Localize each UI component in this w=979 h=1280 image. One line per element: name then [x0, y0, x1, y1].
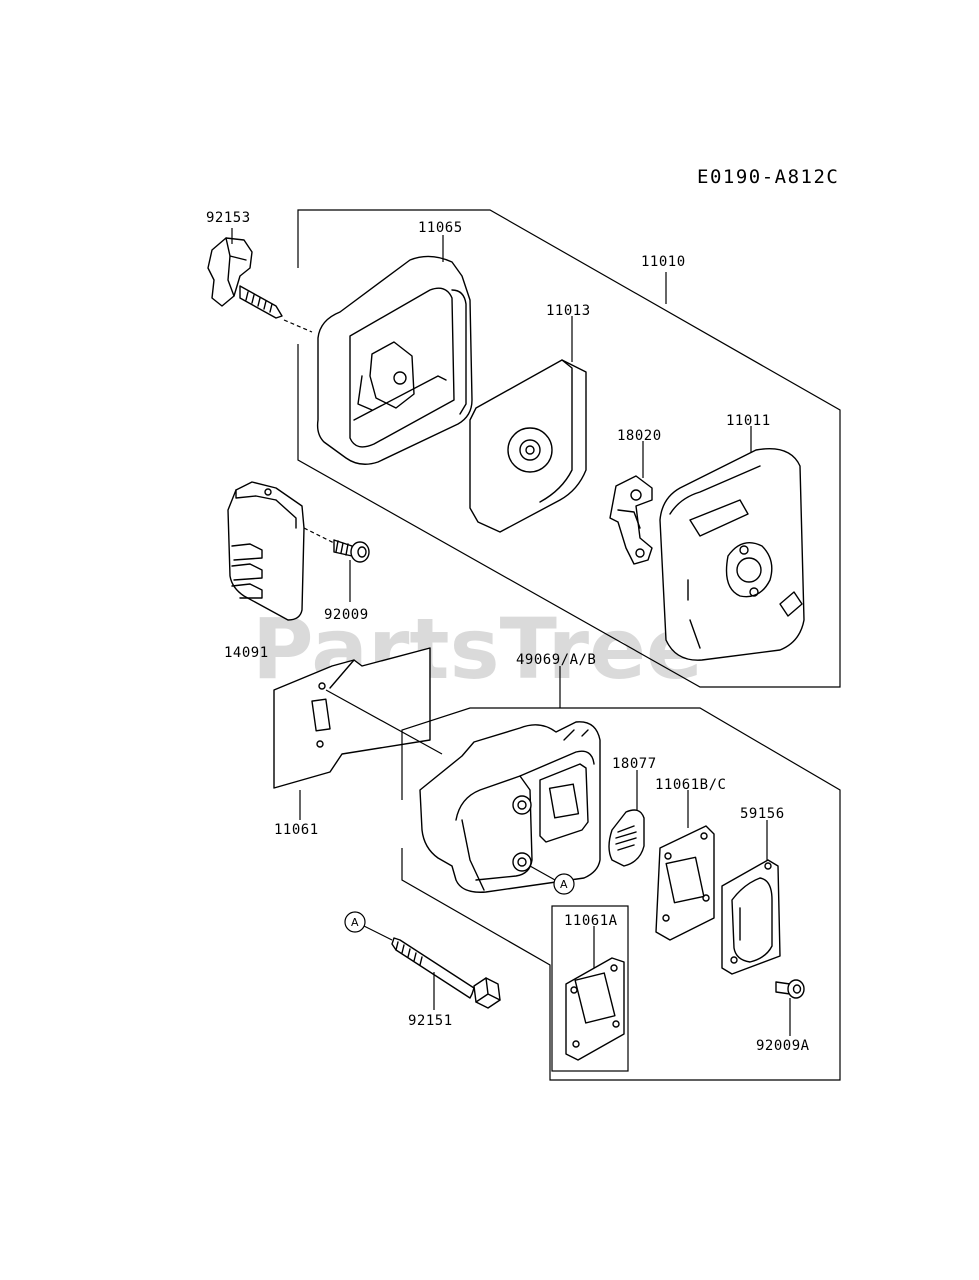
- assembly-boundary-49069: [401, 707, 841, 1081]
- knob-bolt-92153[interactable]: [207, 237, 313, 333]
- inset-box-11061a: [551, 905, 629, 1072]
- label-18020: 18020: [617, 428, 662, 444]
- label-49069: 49069/A/B: [516, 652, 596, 668]
- guard-59156[interactable]: [721, 859, 781, 975]
- muffler-49069[interactable]: [419, 721, 601, 893]
- label-11013: 11013: [546, 303, 591, 319]
- label-11061bc: 11061B/C: [655, 777, 726, 793]
- callout-a-bolt-label: A: [351, 916, 359, 929]
- screw-92009[interactable]: [333, 539, 370, 563]
- air-cleaner-case-11065[interactable]: [316, 255, 473, 465]
- gasket-11061[interactable]: [273, 647, 431, 789]
- diagram-code: E0190-A812C: [697, 166, 839, 188]
- screw-92009a[interactable]: [775, 979, 805, 999]
- label-11010: 11010: [641, 254, 686, 270]
- label-11011: 11011: [726, 413, 771, 429]
- label-92151: 92151: [408, 1013, 453, 1029]
- label-92009a: 92009A: [756, 1038, 810, 1054]
- label-11061a: 11061A: [564, 913, 618, 929]
- label-59156: 59156: [740, 806, 785, 822]
- label-92153: 92153: [206, 210, 251, 226]
- callout-a-muffler-label: A: [560, 878, 568, 891]
- filter-element-11013[interactable]: [469, 359, 587, 533]
- label-18077: 18077: [612, 756, 657, 772]
- gasket-11061bc[interactable]: [655, 825, 715, 941]
- air-cleaner-base-11011[interactable]: [659, 448, 805, 661]
- label-11061: 11061: [274, 822, 319, 838]
- bolt-92151[interactable]: [391, 937, 501, 1009]
- callout-a-muffler: A: [553, 873, 575, 895]
- label-14091: 14091: [224, 645, 269, 661]
- assembly-boundary-11010: [297, 209, 841, 688]
- callout-a-bolt: A: [344, 911, 366, 933]
- label-11065: 11065: [418, 220, 463, 236]
- label-92009: 92009: [324, 607, 369, 623]
- bracket-18020[interactable]: [609, 475, 653, 565]
- spark-screen-18077[interactable]: [608, 809, 645, 867]
- gasket-11061a[interactable]: [565, 957, 625, 1061]
- cover-plate-14091[interactable]: [227, 481, 305, 621]
